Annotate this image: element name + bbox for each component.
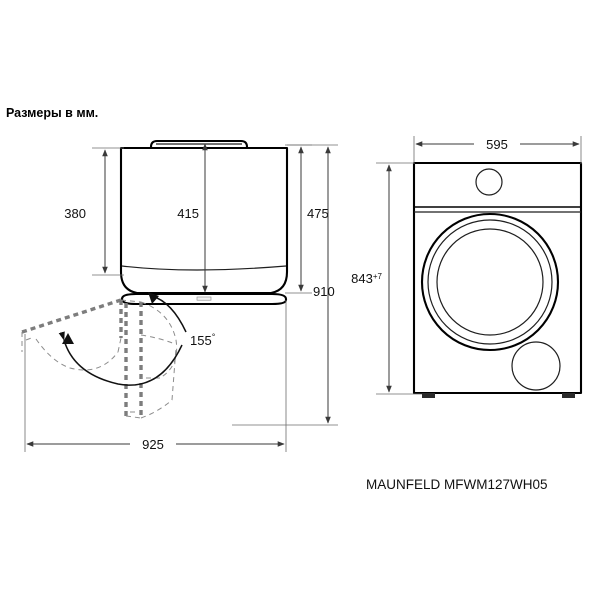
door-porthole-outer[interactable] <box>420 212 560 352</box>
door-ghost-bottom-edge <box>125 415 142 419</box>
front-view-cabinet-outline <box>412 161 583 395</box>
dimension-843: 843+7 <box>351 162 422 395</box>
door-swing-angle-label: 155° <box>190 332 216 348</box>
dim-925-label: 925 <box>142 437 164 452</box>
door-ghost-curve-left <box>35 338 119 371</box>
model-caption: MAUNFELD MFWM127WH05 <box>366 477 548 492</box>
dim-910-label: 910 <box>313 284 335 299</box>
dim-925-label-bg <box>130 436 176 452</box>
door-ghost-inner-arc-a <box>140 334 176 345</box>
door-ghost-top-edge <box>120 299 142 303</box>
side-view: 155° 380 415 475 <box>21 139 338 452</box>
door-ghost-curve-left-join <box>117 337 122 353</box>
front-view: 595 843+7 <box>351 136 583 398</box>
door-swing-arc <box>58 331 183 386</box>
door-latch-mark <box>196 296 212 301</box>
dim-475-label: 475 <box>307 206 329 221</box>
side-view-base-curve <box>121 265 287 271</box>
dim-843-label: 843+7 <box>351 271 382 286</box>
door-ghost-lower-right <box>140 347 177 419</box>
dim-595-label: 595 <box>486 137 508 152</box>
swing-arrow-closed <box>148 292 159 304</box>
door-ghost-tick-left <box>25 336 35 341</box>
dimension-415: 415 <box>177 143 208 293</box>
dimension-910: 910 <box>232 144 338 426</box>
side-view-door-closed <box>120 292 288 306</box>
door-swing-ghosts <box>21 298 178 419</box>
dimension-925: 925 <box>24 300 287 452</box>
filter-cap-icon[interactable] <box>511 341 561 391</box>
dim-595-label-bg <box>474 136 520 152</box>
dimension-595: 595 <box>413 136 582 164</box>
dim-380-label: 380 <box>64 206 86 221</box>
door-ghost-curve-right <box>140 301 178 379</box>
dimension-380: 380 <box>64 147 124 276</box>
page-title: Размеры в мм. <box>6 106 98 120</box>
door-porthole-inner <box>436 228 544 336</box>
front-foot-right <box>562 393 575 398</box>
door-porthole-mid <box>427 219 553 345</box>
swing-arrow-open <box>62 333 74 344</box>
control-knob-icon[interactable] <box>475 168 503 196</box>
front-foot-left <box>422 393 435 398</box>
dim-415-label: 415 <box>177 206 199 221</box>
